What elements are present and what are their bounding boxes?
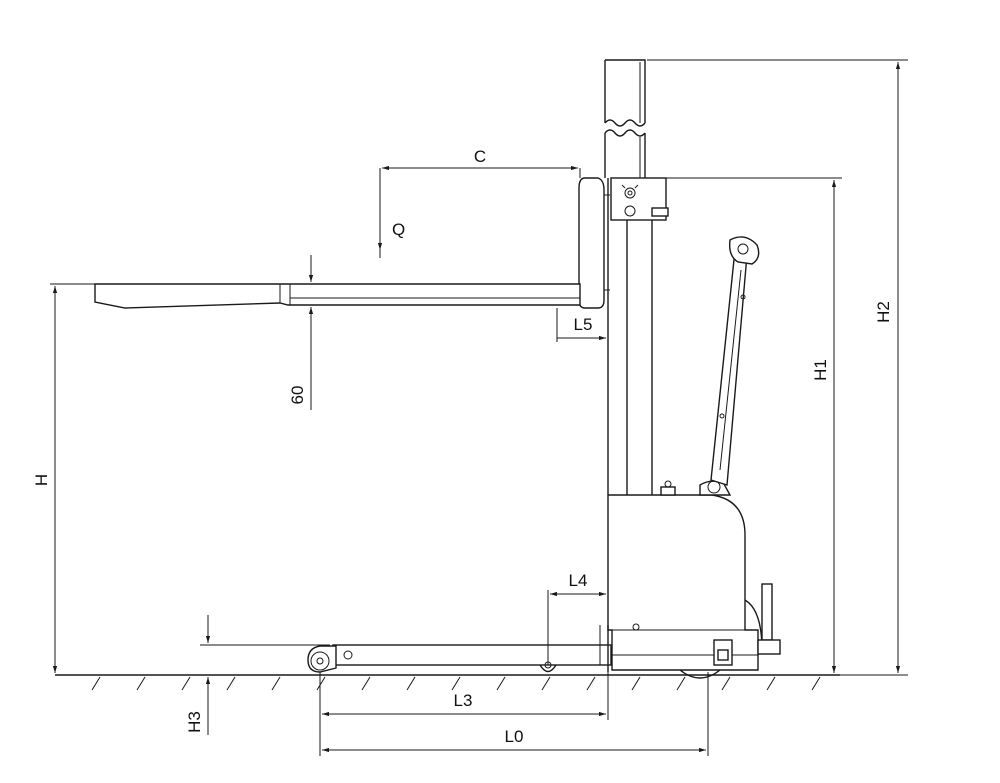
label-h: H	[32, 474, 51, 486]
dimension-l4: L4	[547, 571, 606, 665]
dimension-fork-thickness: 60	[288, 255, 314, 410]
dimension-h: H	[32, 283, 95, 673]
mast	[604, 59, 669, 495]
ground	[55, 674, 840, 691]
dimension-l0: L0	[322, 672, 709, 756]
tiller	[710, 236, 760, 486]
label-l0: L0	[505, 727, 524, 746]
dimension-l3: L3	[319, 672, 609, 756]
body	[607, 480, 781, 679]
dimension-h2: H2	[647, 59, 908, 676]
load-arrow-q: Q	[377, 210, 405, 250]
label-c: C	[474, 147, 486, 166]
label-q: Q	[392, 220, 405, 239]
label-fork-thickness: 60	[288, 386, 307, 405]
label-l4: L4	[569, 571, 588, 590]
dimension-l5: L5	[556, 308, 606, 342]
outrigger	[307, 625, 612, 673]
dimension-h3: H3	[185, 615, 330, 735]
label-h2: H2	[874, 301, 893, 323]
fork	[94, 177, 610, 309]
label-l5: L5	[574, 315, 593, 334]
label-h3: H3	[185, 711, 204, 733]
label-h1: H1	[811, 359, 830, 381]
dimension-h1: H1	[666, 177, 842, 673]
dimension-c: C	[379, 147, 581, 258]
label-l3: L3	[454, 691, 473, 710]
